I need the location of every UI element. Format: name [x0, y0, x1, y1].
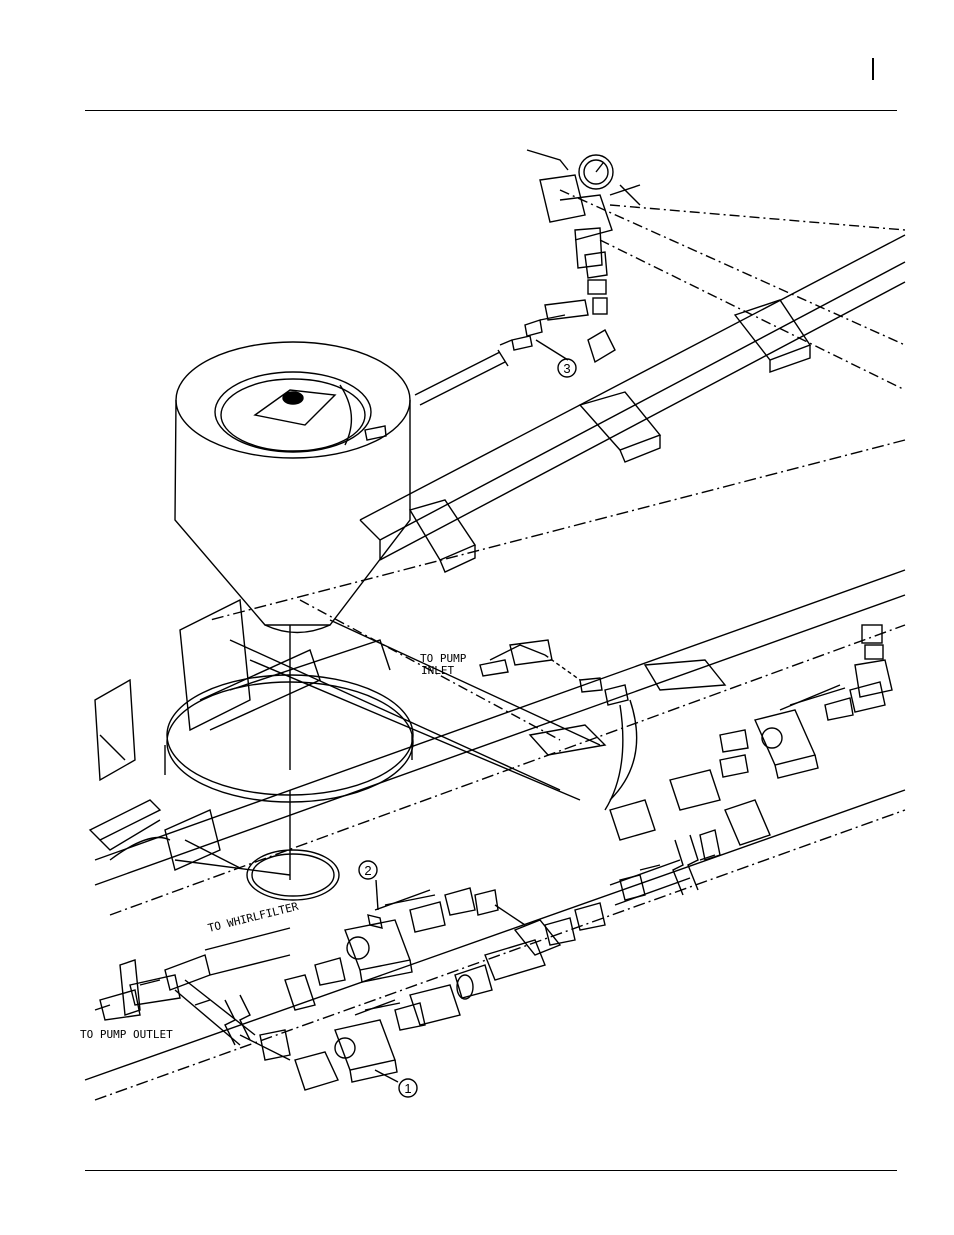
callout-2-leader — [376, 880, 378, 910]
o-ring — [247, 790, 339, 900]
gauge-fittings — [512, 280, 615, 362]
callout-2-number: 2 — [364, 863, 371, 878]
callout-3-number: 3 — [563, 361, 570, 376]
rail-brackets — [410, 300, 810, 755]
to-pump-inlet-label-line2: INLET — [421, 664, 454, 677]
callout-3-leader — [536, 340, 568, 360]
to-pump-outlet-label: TO PUMP OUTLET — [80, 1028, 173, 1041]
right-valve-cluster — [610, 625, 892, 905]
callout-1-number: 1 — [404, 1081, 411, 1096]
spigot-hose — [415, 340, 512, 405]
gauge-valve-assembly — [527, 150, 640, 278]
lower-plumbing — [95, 888, 605, 1090]
frame-rails — [85, 190, 905, 1100]
